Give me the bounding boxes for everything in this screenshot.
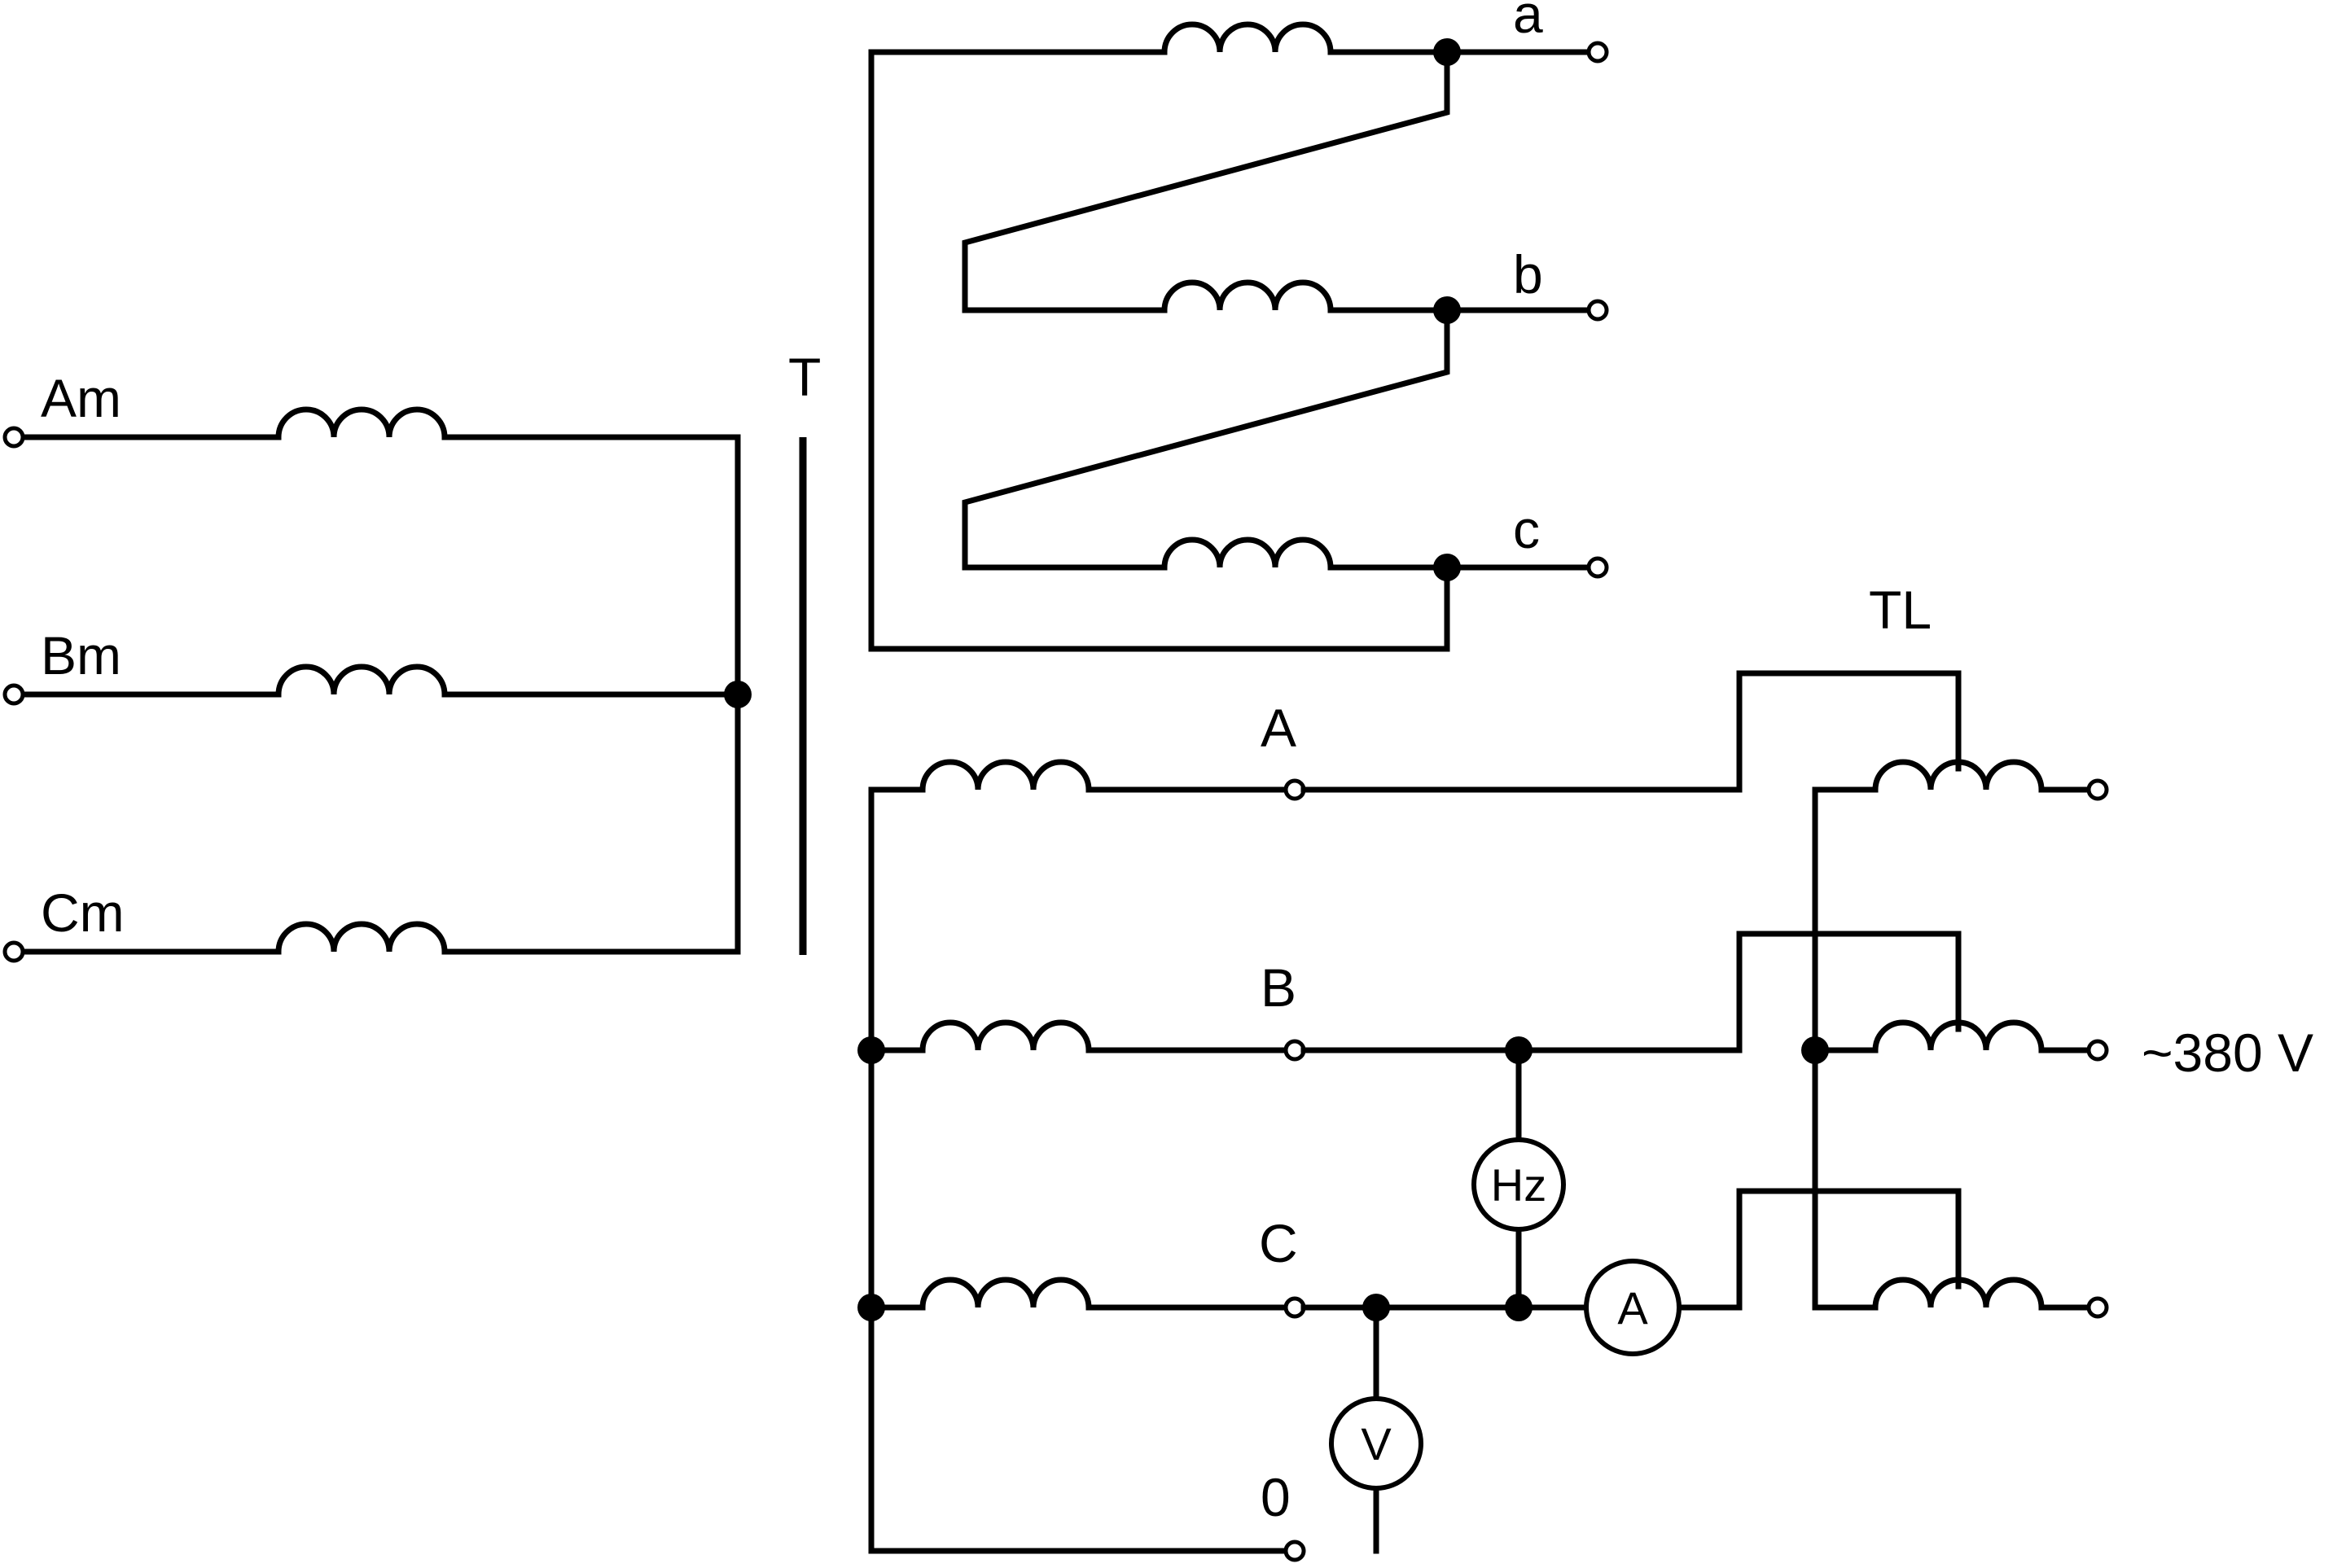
- junction-b-hz: [1505, 1036, 1533, 1064]
- label-cm: Cm: [41, 883, 125, 943]
- tl-star-point: [1801, 1036, 1829, 1064]
- label-phase-a: A: [1261, 698, 1296, 758]
- frequency-meter-label: Hz: [1491, 1159, 1546, 1211]
- terminal-bm: [2, 683, 25, 706]
- terminal-output-3: [2086, 1296, 2109, 1319]
- junction-neutral-b: [857, 1036, 885, 1064]
- terminal-neutral: [1283, 1540, 1306, 1562]
- terminal-a: [1586, 41, 1609, 64]
- terminal-c: [1586, 556, 1609, 579]
- junction-c-voltmeter: [1362, 1294, 1390, 1321]
- primary-star-point: [724, 681, 752, 708]
- terminal-output-2: [2086, 1039, 2109, 1062]
- frequency-meter: Hz: [1471, 1137, 1566, 1232]
- primary-winding-am: [18, 406, 741, 698]
- junction-c-hz: [1505, 1294, 1533, 1321]
- primary-winding-bm: [18, 664, 741, 698]
- output-wiring: [1300, 670, 1962, 1554]
- label-am: Am: [41, 368, 121, 428]
- secondary-windings-abc-upper: A B C 0: [857, 698, 1306, 1562]
- tl-windings: TL ~380 V: [1801, 580, 2313, 1319]
- terminal-am: [2, 426, 25, 449]
- label-output-voltage: ~380 V: [2142, 1023, 2313, 1083]
- label-b: b: [1513, 244, 1543, 304]
- voltmeter: V: [1329, 1396, 1423, 1491]
- label-bm: Bm: [41, 625, 121, 685]
- label-tl: TL: [1869, 580, 1932, 640]
- junction-neutral-c: [857, 1294, 885, 1321]
- label-transformer: T: [788, 347, 821, 407]
- label-neutral: 0: [1261, 1467, 1291, 1527]
- primary-winding-cm: [18, 691, 741, 955]
- voltmeter-label: V: [1361, 1418, 1392, 1469]
- terminal-output-1: [2086, 778, 2109, 801]
- ammeter-label: A: [1617, 1282, 1648, 1334]
- terminal-b: [1586, 299, 1609, 322]
- junction-a: [1433, 38, 1461, 66]
- terminal-cm: [2, 940, 25, 963]
- ammeter: A: [1584, 1259, 1682, 1356]
- label-phase-c: C: [1259, 1213, 1298, 1273]
- junction-c: [1433, 554, 1461, 581]
- primary-windings: Am Bm Cm: [2, 368, 752, 963]
- label-c: c: [1513, 499, 1540, 559]
- secondary-windings-abc: a b c: [868, 0, 1609, 652]
- junction-b: [1433, 296, 1461, 324]
- label-phase-b: B: [1261, 957, 1296, 1018]
- label-a: a: [1513, 0, 1543, 44]
